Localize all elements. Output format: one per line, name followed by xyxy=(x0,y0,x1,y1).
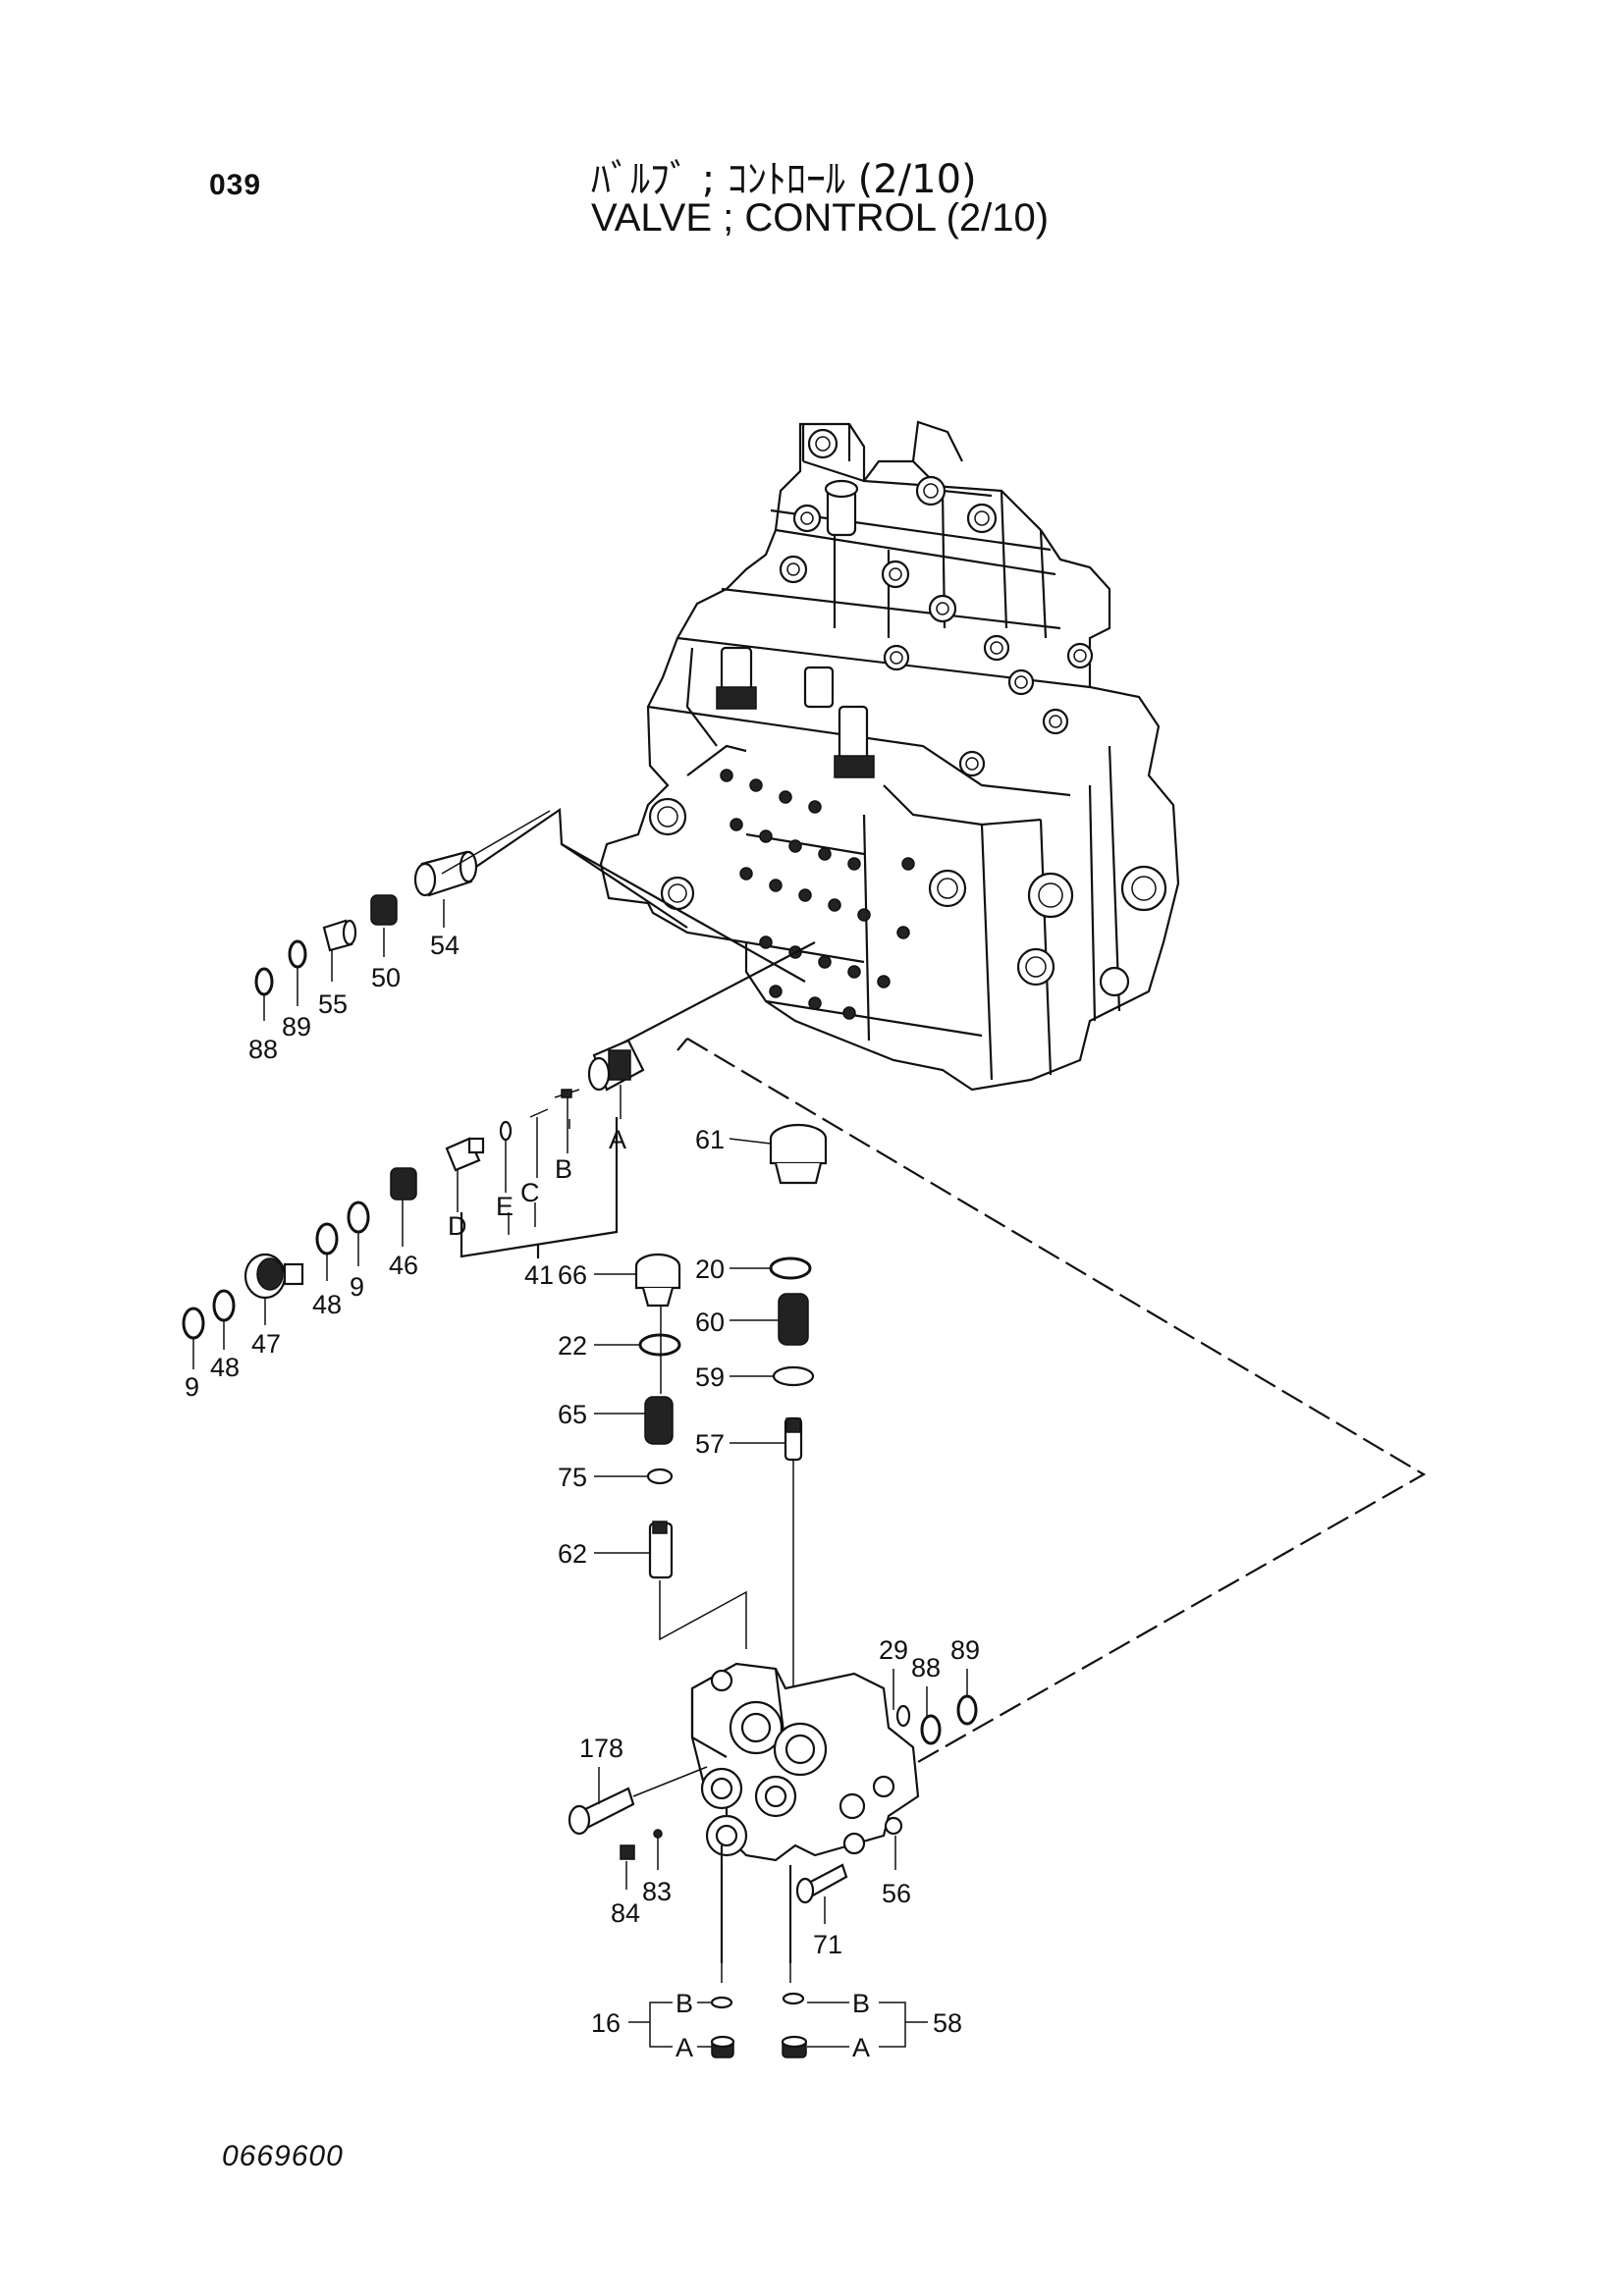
callout-71: 71 xyxy=(813,1930,842,1959)
callout-9-lower: 9 xyxy=(185,1372,199,1402)
title-english: VALVE ; CONTROL (2/10) xyxy=(591,196,1050,240)
callout-9: 9 xyxy=(350,1272,364,1302)
callout-16-B: B xyxy=(676,1989,693,2018)
callout-E: E xyxy=(496,1192,514,1221)
callout-29: 29 xyxy=(879,1635,908,1665)
document-code: 0669600 xyxy=(222,2140,344,2172)
callout-D: D xyxy=(448,1211,467,1241)
callout-48-lower: 48 xyxy=(210,1353,240,1382)
callout-54: 54 xyxy=(430,931,460,960)
plugs-84-83 xyxy=(620,1829,663,1860)
callout-57: 57 xyxy=(695,1429,725,1459)
callout-16-A: A xyxy=(676,2033,693,2062)
callout-labels: 54 50 55 89 88 A B C E D 41 46 9 48 47 4… xyxy=(185,931,980,2062)
page-number: 039 xyxy=(209,169,262,201)
callout-58: 58 xyxy=(933,2008,962,2038)
callout-55: 55 xyxy=(318,989,348,1019)
callout-66: 66 xyxy=(558,1260,587,1290)
relief-valve-cartridges xyxy=(716,479,875,778)
callout-A: A xyxy=(609,1125,626,1154)
callout-88-right: 88 xyxy=(911,1653,941,1682)
relief-stack-61 xyxy=(769,1123,828,1696)
callout-61: 61 xyxy=(695,1125,725,1154)
callout-62: 62 xyxy=(558,1539,587,1569)
valve-ports xyxy=(648,797,1167,997)
callout-58-B: B xyxy=(852,1989,870,2018)
callout-56: 56 xyxy=(882,1879,911,1908)
valve-block-56 xyxy=(690,1662,920,1963)
callout-89: 89 xyxy=(282,1012,311,1041)
callout-89-right: 89 xyxy=(950,1635,980,1665)
poppet-assembly-41 xyxy=(182,1039,645,1340)
poppet-assembly-54 xyxy=(254,810,551,996)
callout-83: 83 xyxy=(642,1877,672,1906)
callout-leaders xyxy=(192,899,968,2048)
callout-88: 88 xyxy=(248,1035,278,1064)
callout-B: B xyxy=(555,1154,572,1184)
callout-58-A: A xyxy=(852,2033,870,2062)
bolt-178 xyxy=(568,1766,708,1836)
o-rings-29-88-89 xyxy=(895,1694,978,1745)
top-bolts xyxy=(779,428,1094,777)
callout-22: 22 xyxy=(558,1331,587,1361)
callout-46: 46 xyxy=(389,1251,418,1280)
callout-178: 178 xyxy=(579,1734,623,1763)
bottom-plugs xyxy=(710,1845,808,2058)
callout-20: 20 xyxy=(695,1255,725,1284)
relief-stack-66 xyxy=(634,1253,747,1649)
assembly-leader-lines xyxy=(451,807,1427,1763)
callout-50: 50 xyxy=(371,963,401,992)
callout-16: 16 xyxy=(591,2008,621,2038)
callout-47: 47 xyxy=(251,1329,281,1359)
callout-60: 60 xyxy=(695,1308,725,1337)
callout-75: 75 xyxy=(558,1463,587,1492)
callout-65: 65 xyxy=(558,1400,587,1429)
callout-41: 41 xyxy=(524,1260,554,1290)
control-valve-assembly xyxy=(599,420,1180,1092)
callout-84: 84 xyxy=(611,1898,640,1928)
callout-59: 59 xyxy=(695,1362,725,1392)
callout-48: 48 xyxy=(312,1290,342,1319)
bolt-71 xyxy=(795,1863,848,1904)
title-japanese: ﾊﾞﾙﾌﾞ ; ｺﾝﾄﾛｰﾙ (2/10) xyxy=(591,157,977,202)
callout-C: C xyxy=(520,1178,540,1207)
